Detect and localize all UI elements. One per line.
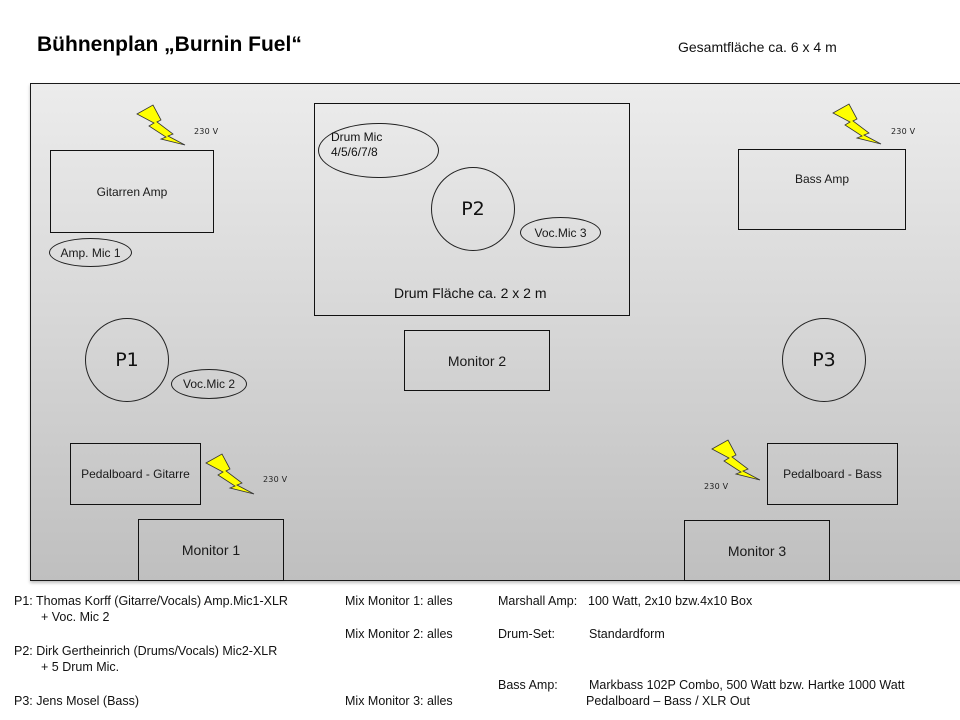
musician-p3-line1: P3: Jens Mosel (Bass) bbox=[14, 694, 140, 708]
monitor-3-label: Monitor 3 bbox=[727, 542, 787, 559]
power-label: 230 V bbox=[891, 127, 916, 136]
position-p3-label: P3 bbox=[812, 349, 836, 371]
drum-mic-label: Drum Mic 4/5/6/7/8 bbox=[331, 130, 382, 160]
voc-mic-2: Voc.Mic 2 bbox=[171, 369, 247, 399]
lightning-bolt-icon bbox=[136, 104, 186, 146]
voc-mic-3: Voc.Mic 3 bbox=[520, 217, 601, 248]
pedalboard-bass-label: Pedalboard - Bass bbox=[783, 467, 882, 481]
amp-mic-1: Amp. Mic 1 bbox=[49, 238, 132, 267]
drum-mic-label-line1: Drum Mic bbox=[331, 130, 383, 144]
stage-area: Gitarren Amp Amp. Mic 1 230 V Drum Mic 4… bbox=[30, 83, 960, 581]
equipment-bassamp-label: Bass Amp: bbox=[498, 678, 558, 692]
equipment-bassamp-value: Markbass 102P Combo, 500 Watt bzw. Hartk… bbox=[589, 678, 905, 692]
position-p2: P2 bbox=[431, 167, 515, 251]
monitor-3-box: Monitor 3 bbox=[684, 520, 830, 581]
bass-amp-label: Bass Amp bbox=[794, 171, 850, 186]
lightning-bolt-icon bbox=[205, 453, 255, 495]
drum-mics bbox=[318, 123, 439, 178]
lightning-bolt-icon bbox=[832, 103, 882, 145]
total-area-label: Gesamtfläche ca. 6 x 4 m bbox=[678, 39, 837, 55]
pedalboard-bass-box: Pedalboard - Bass bbox=[767, 443, 898, 505]
lightning-bolt-icon bbox=[711, 439, 761, 481]
power-label: 230 V bbox=[194, 127, 219, 136]
equipment-bassamp-value2: Pedalboard – Bass / XLR Out bbox=[586, 694, 750, 708]
monitor-2-label: Monitor 2 bbox=[447, 352, 507, 369]
musician-p1-line2: + Voc. Mic 2 bbox=[41, 610, 110, 624]
mix-monitor-1: Mix Monitor 1: alles bbox=[345, 594, 453, 608]
equipment-marshall-label: Marshall Amp: bbox=[498, 594, 578, 608]
equipment-marshall-value: 100 Watt, 2x10 bzw.4x10 Box bbox=[588, 594, 753, 608]
equipment-drumset-value: Standardform bbox=[589, 627, 665, 641]
voc-mic-2-label: Voc.Mic 2 bbox=[182, 377, 236, 391]
musician-p1-line1: P1: Thomas Korff (Gitarre/Vocals) Amp.Mi… bbox=[14, 594, 288, 608]
guitar-amp-box: Gitarren Amp bbox=[50, 150, 214, 233]
power-label: 230 V bbox=[263, 475, 288, 484]
drum-mic-label-line2: 4/5/6/7/8 bbox=[331, 145, 378, 159]
mix-monitor-3: Mix Monitor 3: alles bbox=[345, 694, 453, 708]
equipment-drumset-label: Drum-Set: bbox=[498, 627, 555, 641]
position-p2-label: P2 bbox=[461, 198, 485, 220]
monitor-1-label: Monitor 1 bbox=[181, 542, 241, 558]
position-p1: P1 bbox=[85, 318, 169, 402]
pedalboard-guitar-label: Pedalboard - Gitarre bbox=[81, 467, 190, 481]
drum-area-box bbox=[314, 103, 630, 316]
amp-mic-1-label: Amp. Mic 1 bbox=[60, 245, 121, 260]
voc-mic-3-label: Voc.Mic 3 bbox=[534, 225, 587, 240]
mix-monitor-2: Mix Monitor 2: alles bbox=[345, 627, 453, 641]
musician-p2-line2: + 5 Drum Mic. bbox=[41, 660, 120, 674]
drum-area-label: Drum Fläche ca. 2 x 2 m bbox=[394, 285, 547, 301]
page-title: Bühnenplan „Burnin Fuel“ bbox=[37, 33, 302, 56]
guitar-amp-label: Gitarren Amp bbox=[96, 184, 168, 199]
monitor-2-box: Monitor 2 bbox=[404, 330, 550, 391]
musician-p2-line1: P2: Dirk Gertheinrich (Drums/Vocals) Mic… bbox=[14, 644, 278, 658]
monitor-1-box: Monitor 1 bbox=[138, 519, 284, 581]
position-p1-label: P1 bbox=[115, 349, 139, 371]
bass-amp-box: Bass Amp bbox=[738, 149, 906, 230]
pedalboard-guitar-box: Pedalboard - Gitarre bbox=[70, 443, 201, 505]
power-label: 230 V bbox=[704, 482, 729, 491]
position-p3: P3 bbox=[782, 318, 866, 402]
